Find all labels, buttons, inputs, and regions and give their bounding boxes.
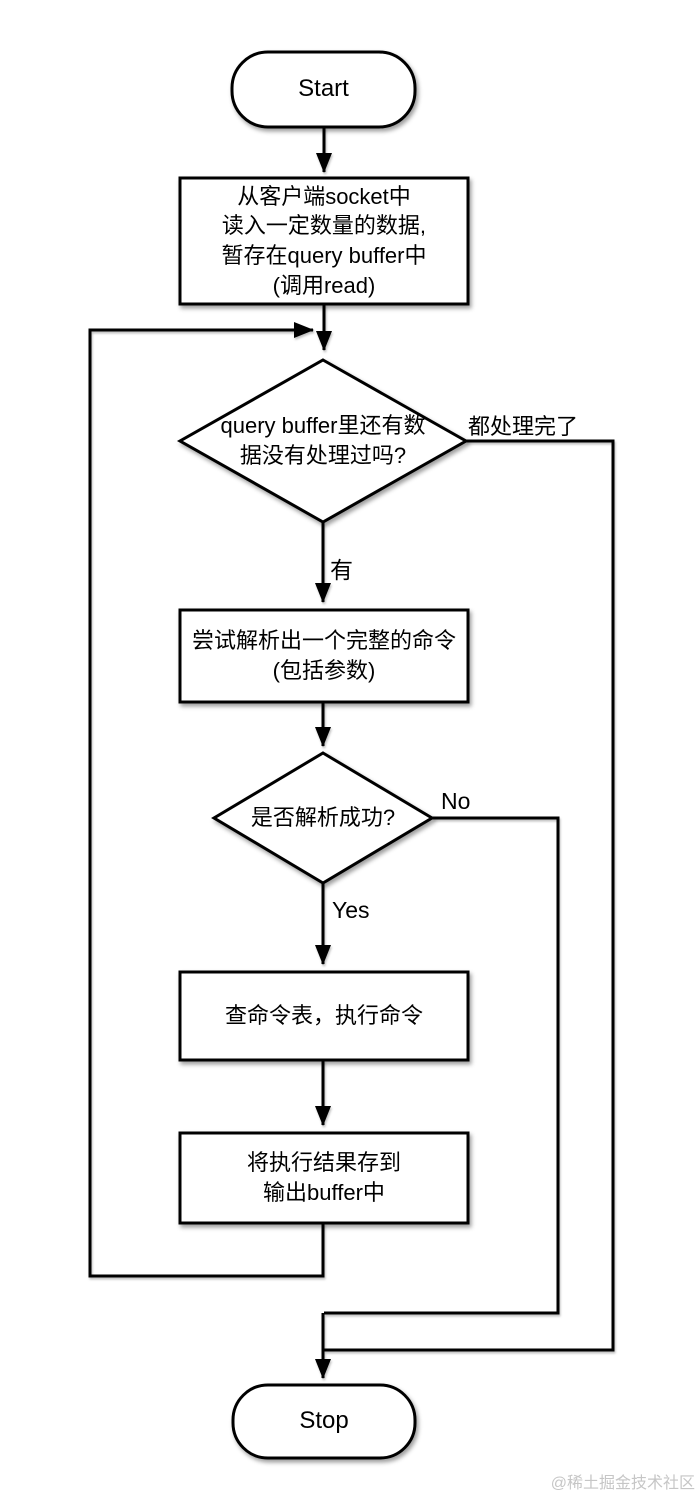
parseok-decision-label: 是否解析成功? <box>250 805 396 831</box>
stop-node-label: Stop <box>299 1407 349 1435</box>
edge-label-has-data-yes: 有 <box>330 557 353 583</box>
edge-label-parse-no: No <box>441 788 471 814</box>
read-socket-node-label: 从客户端socket中 读入一定数量的数据, 暂存在query buffer中 … <box>221 183 427 298</box>
start-node-shape <box>230 50 417 129</box>
exec-cmd-node-label: 查命令表，执行命令 <box>224 1003 423 1029</box>
watermark: @稀土掘金技术社区 <box>550 1475 695 1492</box>
parseok-decision-shape <box>211 751 435 885</box>
stop-node-shape <box>231 1383 417 1460</box>
start-node-label: Start <box>298 75 349 103</box>
read-socket-node-shape <box>178 176 470 306</box>
hasdata-decision-label: query buffer里还有数 据没有处理过吗? <box>220 413 426 468</box>
exec-cmd-node-shape <box>178 970 470 1062</box>
parse-cmd-node-label: 尝试解析出一个完整的命令 (包括参数) <box>191 628 456 683</box>
edge-label-all-processed: 都处理完了 <box>468 414 579 439</box>
edge-loopback-from-store <box>88 322 325 1278</box>
store-result-node-label: 将执行结果存到 输出buffer中 <box>246 1150 401 1205</box>
parse-cmd-node-shape <box>178 608 470 704</box>
store-result-node-shape <box>178 1131 470 1225</box>
hasdata-decision-shape <box>176 358 470 524</box>
edge-label-parse-yes: Yes <box>332 897 370 923</box>
edge-hasdata-done-to-stop <box>324 439 615 1352</box>
edge-parseok-no-to-stop <box>324 816 560 1315</box>
